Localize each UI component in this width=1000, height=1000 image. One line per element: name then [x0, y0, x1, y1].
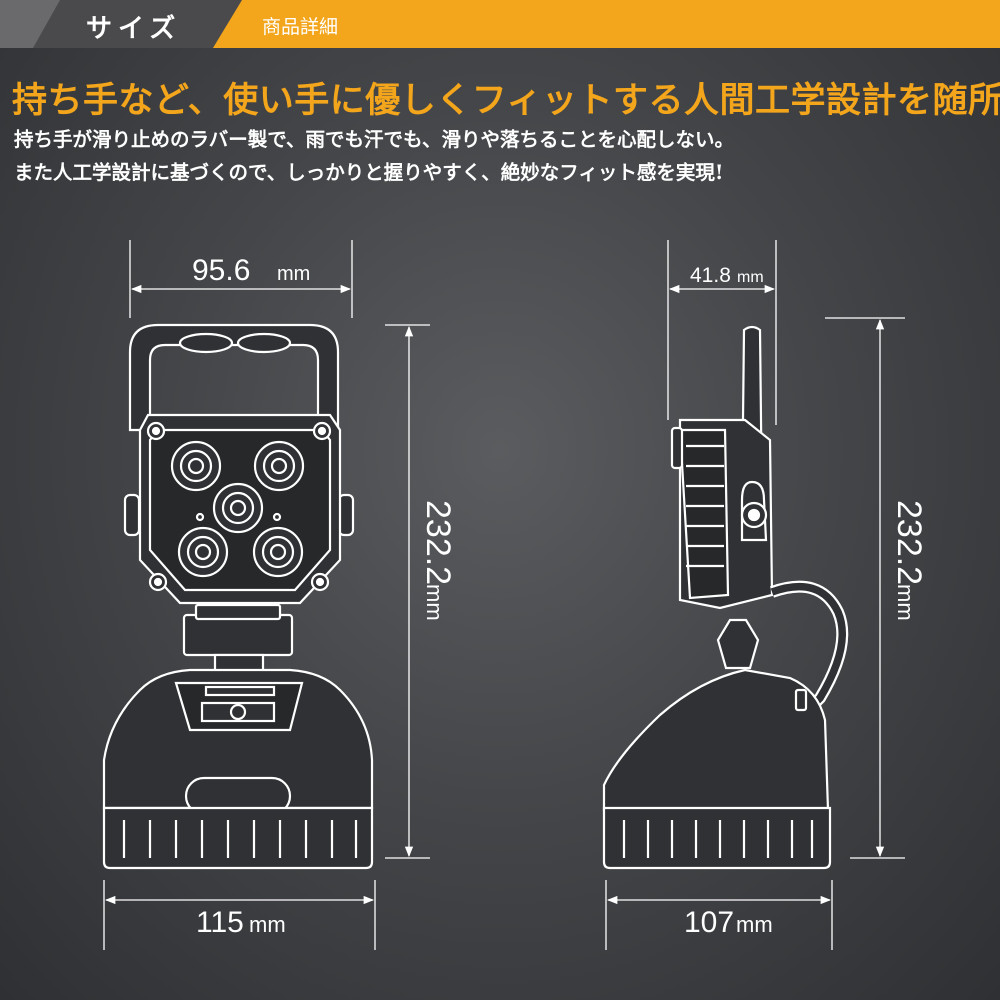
- front-height-value: 232.2: [419, 500, 457, 585]
- front-view-lamp: [102, 323, 374, 870]
- side-head-depth-unit: mm: [737, 269, 764, 286]
- headline: 持ち手など、使い手に優しくフィットする人間工学設計を随所に: [12, 80, 1000, 121]
- front-base-width-value: 115: [196, 906, 244, 939]
- front-height-unit: mm: [422, 584, 447, 621]
- header-subtitle: 商品詳細: [262, 16, 339, 38]
- section-header: サイズ 商品詳細: [0, 0, 1000, 48]
- side-view-lamp: [602, 325, 849, 870]
- front-base-width-unit: mm: [249, 912, 286, 937]
- description-line-2: また人工学設計に基づくので、しっかりと握りやすく、絶妙なフィット感を実現!: [14, 161, 724, 184]
- description-line-1: 持ち手が滑り止めのラバー製で、雨でも汗でも、滑りや落ちることを心配しない。: [14, 128, 734, 151]
- side-height-unit: mm: [893, 584, 918, 621]
- side-height-value: 232.2: [890, 500, 928, 585]
- led-cluster: [170, 440, 305, 578]
- dimension-lines: [103, 240, 905, 950]
- side-head-depth-value: 41.8: [690, 264, 731, 287]
- front-head-width-unit: mm: [277, 263, 310, 285]
- side-base-width-unit: mm: [736, 912, 773, 937]
- front-head-width-value: 95.6: [192, 254, 250, 287]
- header-title: サイズ: [86, 14, 182, 44]
- side-base-width-value: 107: [684, 906, 734, 939]
